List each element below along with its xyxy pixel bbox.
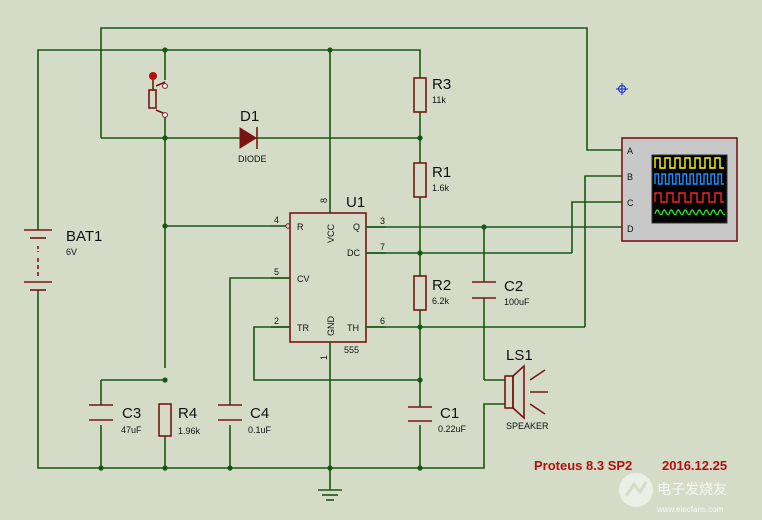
pin-num-7: 7 <box>380 242 385 252</box>
u1-ref: U1 <box>346 194 365 211</box>
capacitor-c3[interactable]: C3 47uF <box>89 404 142 435</box>
pin-name-cv: CV <box>297 274 310 284</box>
r1-value: 1.6k <box>432 183 450 193</box>
c3-value: 47uF <box>121 425 142 435</box>
pin-name-gnd: GND <box>326 316 336 337</box>
scope-channel-d: D <box>627 224 634 234</box>
resistor-r2[interactable]: R2 6.2k <box>413 275 451 311</box>
ls1-ref: LS1 <box>506 347 533 364</box>
bat1-ref: BAT1 <box>66 228 102 245</box>
c3-ref: C3 <box>122 405 141 422</box>
watermark-text: 电子发烧友 <box>657 482 727 498</box>
capacitor-c1[interactable]: C1 0.22uF <box>408 403 467 434</box>
pin-name-r: R <box>297 222 304 232</box>
oscilloscope[interactable]: A B C D <box>621 137 738 242</box>
scope-channel-a: A <box>627 146 633 156</box>
battery-bat1[interactable]: BAT1 6V <box>24 228 102 291</box>
c1-value: 0.22uF <box>438 424 467 434</box>
scope-trace-a <box>654 157 724 169</box>
r2-ref: R2 <box>432 277 451 294</box>
r1-ref: R1 <box>432 164 451 181</box>
capacitor-c4[interactable]: C4 0.1uF <box>218 404 272 435</box>
d1-ref: D1 <box>240 108 259 125</box>
r4-value: 1.96k <box>178 426 201 436</box>
d1-value: DIODE <box>238 154 267 164</box>
bat1-value: 6V <box>66 247 77 257</box>
r3-value: 11k <box>432 95 446 105</box>
pin-num-2: 2 <box>274 316 279 326</box>
watermark: 电子发烧友 www.elecfans.com <box>619 473 727 514</box>
speaker-ls1[interactable]: LS1 SPEAKER <box>504 347 549 431</box>
footer-date: 2016.12.25 <box>662 458 727 473</box>
crosshair-marker <box>616 83 628 95</box>
pin-name-th: TH <box>347 323 359 333</box>
junctions <box>98 47 487 471</box>
pin-num-8: 8 <box>319 198 329 203</box>
pin-num-3: 3 <box>380 216 385 226</box>
resistor-r3[interactable]: R3 11k <box>413 76 451 113</box>
watermark-url: www.elecfans.com <box>656 505 724 514</box>
pin-name-tr: TR <box>297 323 309 333</box>
pin-num-6: 6 <box>380 316 385 326</box>
pin-name-vcc: VCC <box>326 223 336 243</box>
scope-channel-b: B <box>627 172 633 182</box>
push-button-switch[interactable] <box>148 72 168 118</box>
capacitor-c2[interactable]: C2 100uF <box>472 278 530 307</box>
timer-555-u1[interactable]: U1 555 R Q DC CV TR TH VCC GND 4 3 7 5 2… <box>271 194 386 360</box>
c4-value: 0.1uF <box>248 425 272 435</box>
pin-num-1: 1 <box>319 355 329 360</box>
ls1-value: SPEAKER <box>506 421 549 431</box>
r3-ref: R3 <box>432 76 451 93</box>
footer-software: Proteus 8.3 SP2 <box>534 458 632 473</box>
pin-name-q: Q <box>353 222 360 232</box>
ground-symbol <box>318 489 342 501</box>
resistor-r4[interactable]: R4 1.96k <box>158 403 201 437</box>
r2-value: 6.2k <box>432 296 450 306</box>
pin-name-dc: DC <box>347 248 360 258</box>
u1-part: 555 <box>344 345 359 355</box>
pin-num-4: 4 <box>274 215 279 225</box>
scope-trace-c <box>654 192 724 203</box>
scope-trace-d <box>654 209 726 216</box>
c2-value: 100uF <box>504 297 530 307</box>
c4-ref: C4 <box>250 405 269 422</box>
pin-num-5: 5 <box>274 267 279 277</box>
scope-trace-b <box>654 173 724 185</box>
scope-channel-c: C <box>627 198 634 208</box>
c2-ref: C2 <box>504 278 523 295</box>
wires <box>37 27 622 490</box>
r4-ref: R4 <box>178 405 197 422</box>
resistor-r1[interactable]: R1 1.6k <box>413 162 451 198</box>
c1-ref: C1 <box>440 405 459 422</box>
diode-d1[interactable]: D1 DIODE <box>238 108 267 164</box>
